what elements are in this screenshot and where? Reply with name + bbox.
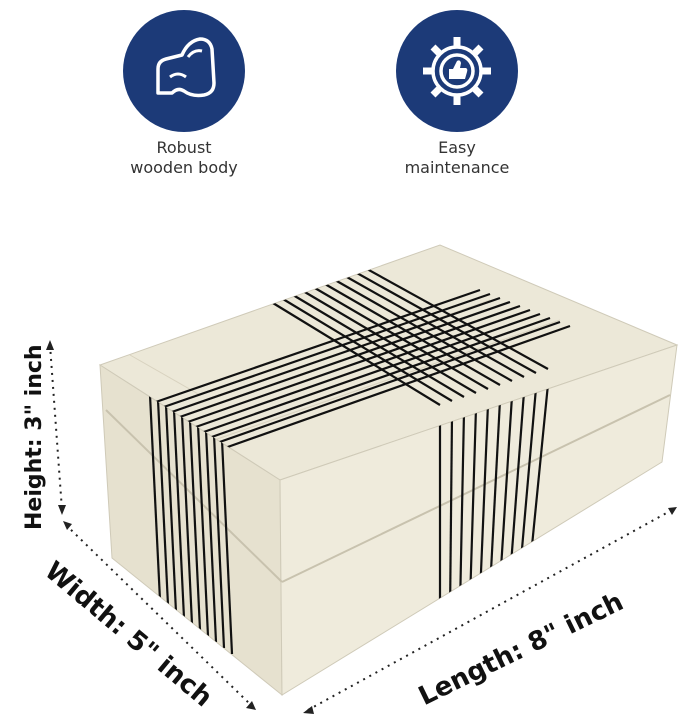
height-guide <box>49 344 63 511</box>
feature-maintenance: Easy maintenance <box>357 10 557 178</box>
gear-thumbs-up-icon <box>423 37 491 105</box>
feature-caption: Easy maintenance <box>404 138 510 177</box>
box-side-face <box>279 344 678 696</box>
badge-circle <box>396 10 518 132</box>
height-label: Height: 3" inch <box>22 344 47 530</box>
flexed-arm-icon <box>156 37 216 98</box>
badge-circle <box>123 10 245 132</box>
width-guide <box>65 524 253 707</box>
feature-robust: Robust wooden body <box>84 10 284 178</box>
feature-caption: Robust wooden body <box>130 138 238 177</box>
